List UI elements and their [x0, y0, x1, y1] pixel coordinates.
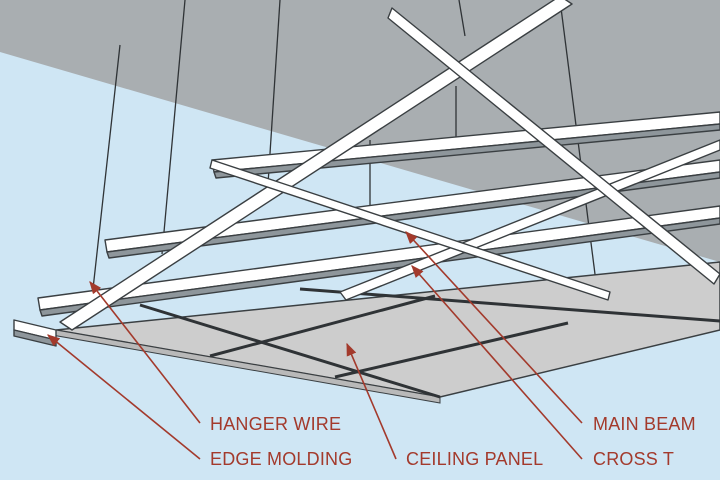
callout-labels: HANGER WIRE EDGE MOLDING CEILING PANEL M… — [210, 414, 696, 469]
main-beam-rail-shadow — [39, 217, 720, 317]
leader-lines — [47, 231, 583, 460]
hanger-wire — [161, 0, 186, 255]
main-beam-rail — [104, 159, 720, 253]
cross-t-rail — [59, 0, 573, 331]
hanger-wire — [267, 0, 281, 185]
main-beam-rail-shadow — [106, 171, 720, 259]
hanger-wire-leader — [89, 280, 201, 424]
label-ceiling-panel: CEILING PANEL — [406, 449, 543, 469]
label-edge-molding: EDGE MOLDING — [210, 449, 352, 469]
label-main-beam: MAIN BEAM — [593, 414, 696, 434]
ceiling-panel-leader — [346, 342, 397, 460]
cross-t-leader — [411, 265, 583, 460]
cross-t-rail — [387, 7, 720, 285]
hanger-wire — [458, 0, 466, 37]
panel-grid-lines — [139, 287, 720, 399]
hanger-wire — [91, 44, 121, 299]
edge-molding-leader — [47, 334, 201, 460]
main-beam-leader — [405, 231, 583, 424]
label-cross-t: CROSS T — [593, 449, 674, 469]
cross-t-rail — [209, 159, 611, 301]
cross-tees — [59, 0, 720, 331]
cross-t-rail — [339, 139, 720, 301]
label-hanger-wire: HANGER WIRE — [210, 414, 341, 434]
main-beams — [37, 111, 720, 317]
